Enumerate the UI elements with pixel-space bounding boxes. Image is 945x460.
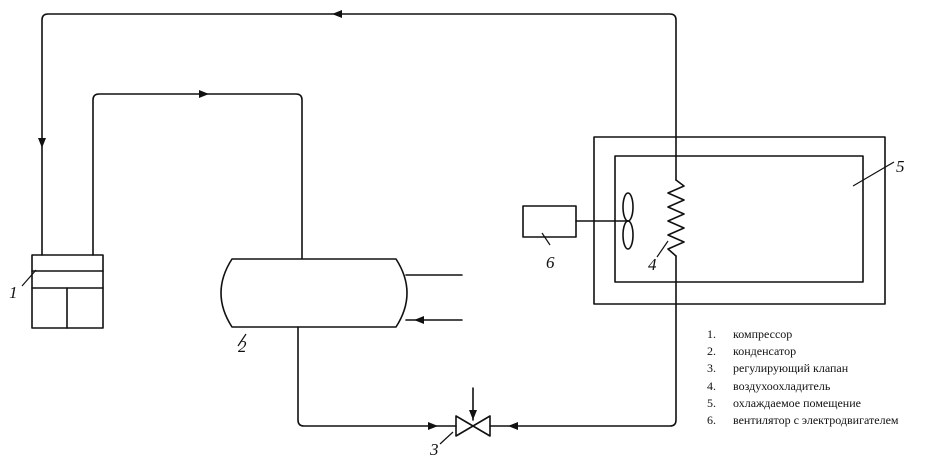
liquid-line xyxy=(297,326,457,427)
label-compressor: 1 xyxy=(9,283,18,302)
legend-item: 2. конденсатор xyxy=(707,343,899,360)
cooling-water-arrow xyxy=(414,316,424,324)
label-air-cooler: 4 xyxy=(648,255,657,274)
legend-item: 4. воздухоохладитель xyxy=(707,378,899,395)
legend-item: 1. компрессор xyxy=(707,326,899,343)
condenser xyxy=(220,258,408,328)
discharge-arrow xyxy=(199,90,209,98)
legend-item: 6. вентилятор с электродвигателем xyxy=(707,412,899,429)
legend-text: регулирующий клапан xyxy=(733,361,849,376)
air-cooler-coil xyxy=(667,179,685,257)
discharge-line xyxy=(92,93,303,259)
suction-arrow-down xyxy=(38,138,46,148)
chamber-leader xyxy=(852,161,895,187)
legend-text: компрессор xyxy=(733,327,793,341)
legend-text: конденсатор xyxy=(733,344,797,359)
legend-item: 3. регулирующий клапан xyxy=(707,360,899,377)
condenser-leader xyxy=(237,333,247,347)
legend-text: воздухоохладитель xyxy=(733,378,831,393)
compressor xyxy=(31,254,104,329)
label-condenser: 2 xyxy=(238,337,247,356)
suction-line xyxy=(41,13,677,256)
cooled-chamber xyxy=(593,136,886,305)
legend-number: 6. xyxy=(707,413,716,428)
suction-arrow-top xyxy=(332,10,342,18)
liquid-line-to-evaporator xyxy=(489,255,677,427)
legend-number: 2. xyxy=(707,344,716,359)
compressor-leader xyxy=(21,269,37,287)
legend-item: 5. охлаждаемое помещение xyxy=(707,395,899,412)
air-cooler-leader xyxy=(656,240,669,258)
legend: 1. компрессор 2. конденсатор 3. регулирующи… xyxy=(707,326,899,429)
valve-stem-arrow xyxy=(469,410,477,420)
legend-number: 3. xyxy=(707,361,716,376)
fan-leader xyxy=(541,232,551,246)
liquid-arrow-2 xyxy=(508,422,518,430)
legend-number: 1. xyxy=(707,327,716,341)
legend-number: 4. xyxy=(707,378,716,393)
label-chamber: 5 xyxy=(896,157,905,176)
fan-motor xyxy=(522,205,577,238)
label-fan: 6 xyxy=(546,253,555,272)
label-valve: 3 xyxy=(429,440,439,459)
legend-number: 5. xyxy=(707,395,716,410)
fan-blades xyxy=(622,192,634,250)
legend-text: вентилятор с электродвигателем xyxy=(733,413,899,428)
legend-text: охлаждаемое помещение xyxy=(733,395,861,410)
liquid-arrow-1 xyxy=(428,422,438,430)
valve-leader xyxy=(439,431,454,445)
